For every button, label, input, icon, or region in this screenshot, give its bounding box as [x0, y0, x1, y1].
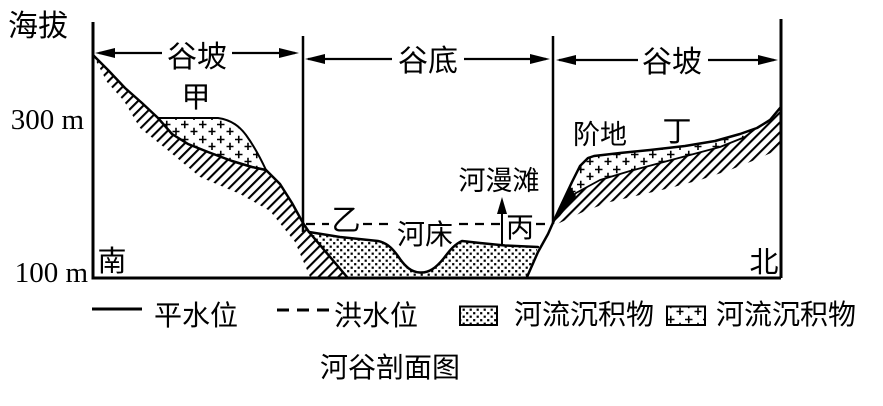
figure-title: 河谷剖面图 — [320, 352, 460, 384]
valley-floor-group — [306, 197, 549, 277]
arrowhead-left-icon — [95, 48, 115, 58]
legend-plus-sediment-swatch — [666, 305, 706, 326]
label-floodplain: 河漫滩 — [459, 166, 540, 196]
arrowhead-right-icon — [530, 54, 550, 64]
up-arrow-icon — [497, 197, 507, 214]
label-south: 南 — [97, 245, 126, 278]
right-slope-surface-line — [525, 106, 782, 279]
label-terrace: 阶地 — [573, 120, 627, 150]
right-slope-bedrock-band — [553, 108, 780, 226]
legend-river-sediment-label-2: 河流沉积物 — [716, 299, 856, 331]
section-label-right-slope: 谷坡 — [642, 46, 702, 79]
legend-flood-water-label: 洪水位 — [334, 300, 418, 332]
arrowhead-left-icon — [556, 55, 576, 65]
right-slope-group — [525, 106, 782, 279]
diagram-labels: 海拔 300 m 100 m 谷坡 谷底 谷坡 甲 乙 河床 丙 河漫滩 阶地 … — [8, 10, 779, 289]
arrowhead-right-icon — [758, 55, 778, 65]
valley-bottom-extent-arrow — [305, 54, 550, 64]
label-bing: 丙 — [506, 213, 534, 244]
left-slope-group — [91, 53, 349, 279]
label-riverbed: 河床 — [397, 219, 453, 251]
section-label-left-slope: 谷坡 — [167, 41, 227, 74]
tick-300m-label: 300 m — [11, 104, 85, 136]
section-arrows — [95, 48, 778, 65]
left-terrace-deposit-jia — [157, 117, 267, 171]
section-label-valley-bottom: 谷底 — [398, 45, 458, 78]
left-slope-bedrock-band — [93, 55, 347, 277]
label-north: 北 — [749, 247, 778, 279]
label-yi: 乙 — [331, 205, 360, 237]
legend-normal-water-label: 平水位 — [154, 300, 238, 332]
elevation-axis-label: 海拔 — [8, 10, 68, 43]
floodplain-arrow — [497, 197, 507, 246]
label-jia: 甲 — [181, 82, 210, 114]
arrowhead-left-icon — [305, 54, 325, 64]
left-slope-extent-arrow — [95, 48, 299, 58]
normal-water-surface-line — [307, 230, 540, 274]
legend-river-sediment-label-1: 河流沉积物 — [514, 299, 654, 331]
arrowhead-right-icon — [279, 48, 299, 58]
legend: 平水位 洪水位 河流沉积物 河流沉积物 — [92, 299, 856, 332]
label-ding: 丁 — [662, 116, 691, 148]
legend-dotted-sediment-swatch — [459, 305, 498, 326]
terrace-front-wedge — [554, 186, 576, 222]
right-slope-extent-arrow — [556, 55, 778, 65]
axes — [91, 19, 783, 280]
tick-100m-label: 100 m — [15, 257, 89, 289]
